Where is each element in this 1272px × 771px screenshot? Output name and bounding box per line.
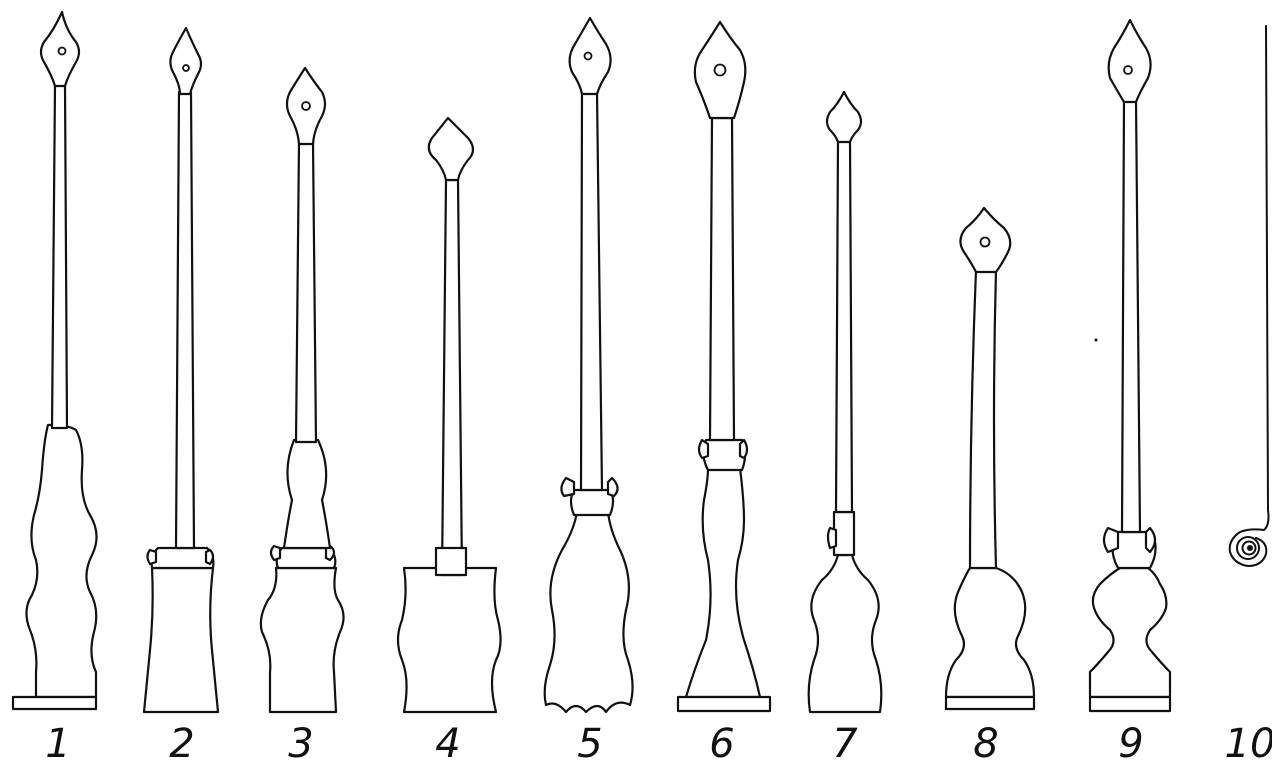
figure-label-6: 6 — [709, 721, 734, 767]
figure-4-object — [396, 116, 502, 714]
figure-8-object — [944, 206, 1036, 711]
figure-label-3: 3 — [288, 721, 313, 767]
figure-3-object — [259, 66, 345, 714]
figure-5-object — [543, 16, 634, 714]
figure-label-4: 4 — [435, 721, 460, 767]
figure-6-object — [676, 20, 772, 713]
figure-label-9: 9 — [1118, 721, 1143, 767]
figure-label-2: 2 — [169, 721, 194, 767]
figure-label-1: 1 — [45, 721, 70, 767]
figure-7-object — [807, 90, 883, 714]
figure-10-object — [1094, 25, 1270, 568]
figure-label-10: 10 — [1225, 721, 1272, 767]
figure-1-object — [11, 10, 98, 711]
figure-label-8: 8 — [973, 721, 998, 767]
figure-label-7: 7 — [832, 721, 858, 767]
figure-label-5: 5 — [577, 721, 602, 767]
figure-9-object — [1088, 18, 1172, 713]
figure-2-object — [142, 26, 220, 714]
